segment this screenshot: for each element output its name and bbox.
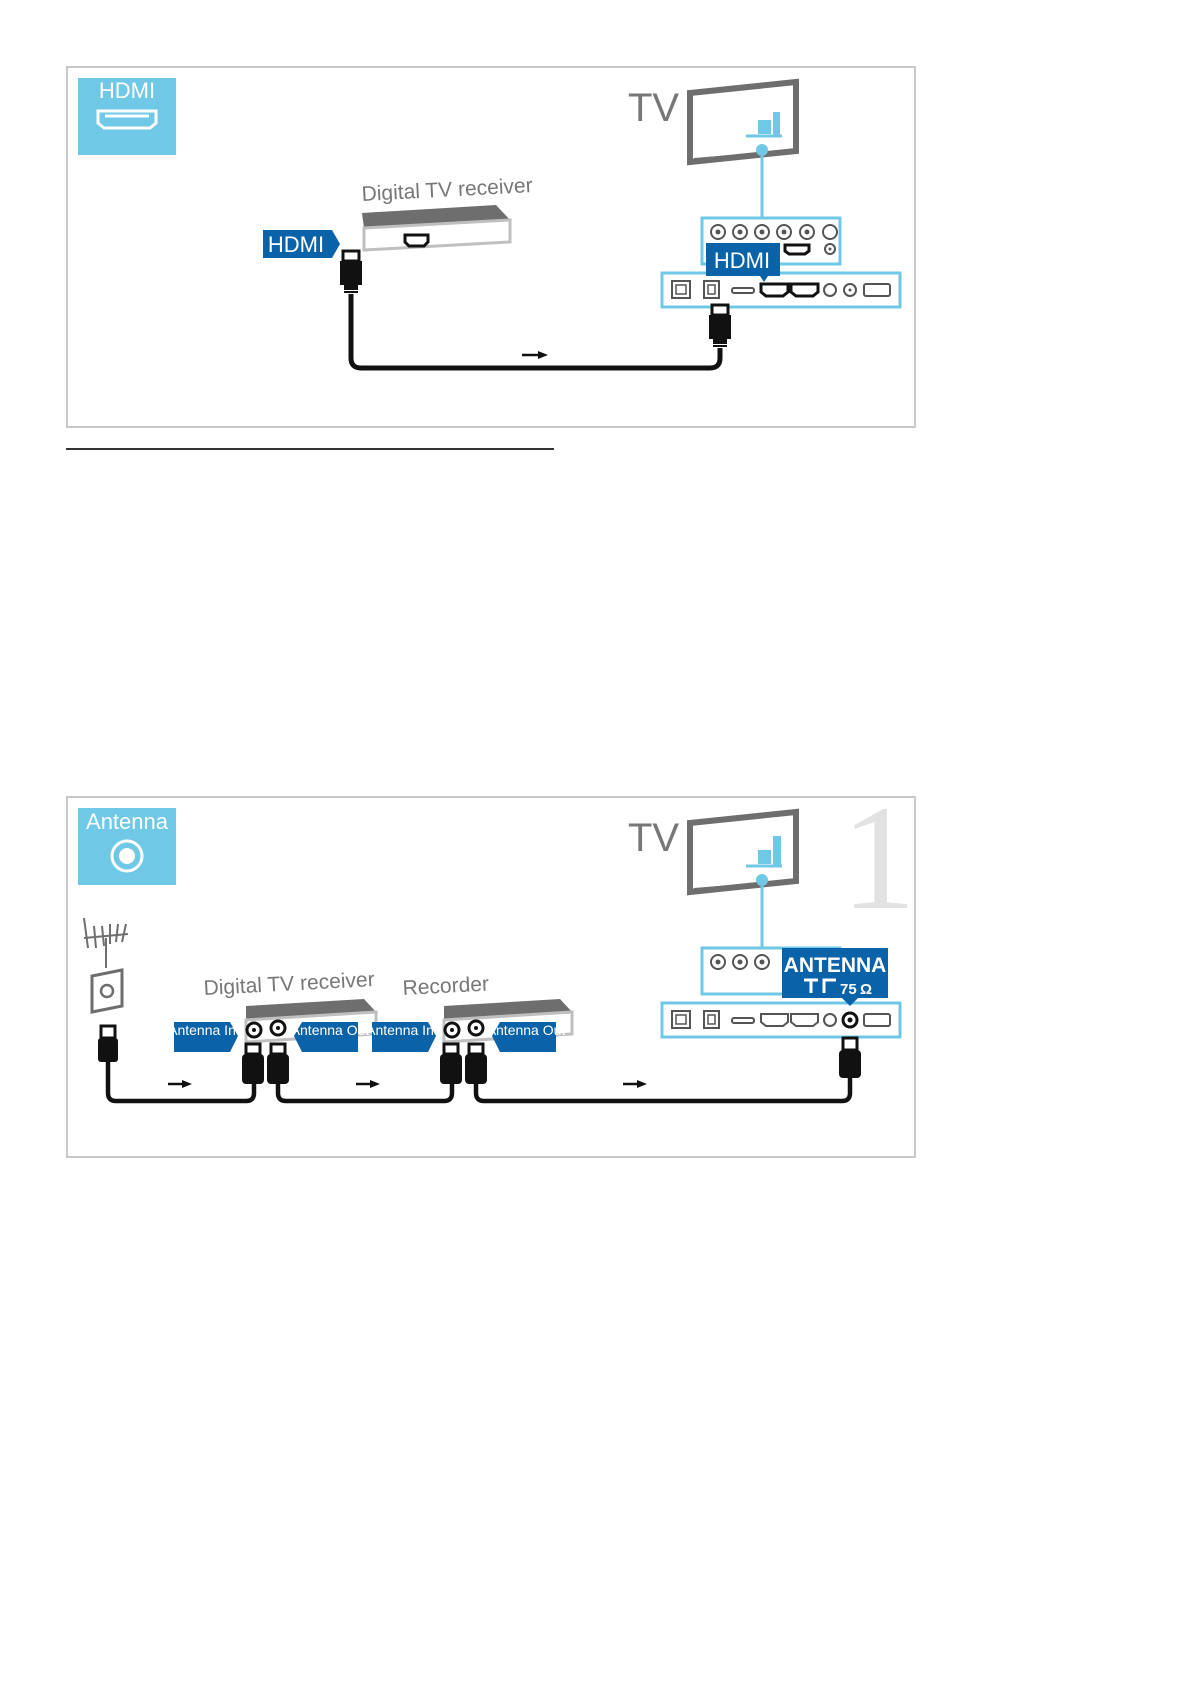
tv-monitor-icon [687, 78, 799, 166]
hdmi-connection-diagram: HDMI TV [66, 66, 916, 428]
tv-side-connector-strip [660, 1001, 902, 1039]
receiver-antenna-in-label: Antenna In [168, 1022, 238, 1052]
tv-hdmi-plug-icon [709, 303, 731, 347]
tv-monitor-icon [687, 808, 799, 896]
recorder-antenna-out-label: Antenna Out [487, 1022, 566, 1052]
svg-text:HDMI: HDMI [714, 248, 770, 273]
receiver-hdmi-port-label: HDMI [263, 230, 340, 258]
recorder-in-plug-icon [440, 1042, 462, 1084]
tv-side-connector-strip [660, 271, 902, 309]
arrow-right-icon [168, 1080, 192, 1088]
svg-text:Antenna Out: Antenna Out [487, 1022, 566, 1038]
tv-antenna-port-label: ANTENNA 75 Ω [782, 948, 888, 1006]
receiver-to-recorder-cable [275, 1084, 455, 1104]
antenna-diagram-canvas: 1 Antenna TV [78, 798, 914, 1104]
svg-text:Antenna In: Antenna In [366, 1022, 434, 1038]
hdmi-cable [348, 294, 723, 371]
hdmi-badge-label: HDMI [99, 78, 155, 103]
coax-symbol-icon [804, 978, 836, 993]
receiver-hdmi-plug-icon [340, 249, 362, 293]
recorder-out-plug-icon [465, 1042, 487, 1084]
hdmi-diagram-canvas: HDMI TV [78, 78, 902, 371]
hdmi-port-icon [96, 109, 158, 130]
arrow-right-icon [356, 1080, 380, 1088]
tv-antenna-plug-icon [839, 1036, 861, 1078]
svg-text:HDMI: HDMI [268, 232, 324, 257]
recorder-label: Recorder [402, 973, 489, 1000]
antenna-badge: Antenna [78, 808, 176, 885]
tv-label: TV [628, 86, 679, 130]
rooftop-antenna-icon [83, 917, 129, 968]
step-number: 1 [841, 798, 914, 941]
receiver-label: Digital TV receiver [361, 174, 533, 206]
tv-hdmi-port-label: HDMI [706, 243, 780, 282]
antenna-connection-diagram: 1 Antenna TV [66, 796, 916, 1158]
antenna-wall-socket-icon [90, 968, 124, 1014]
antenna-to-receiver-cable [105, 1062, 257, 1104]
svg-text:ANTENNA: ANTENNA [784, 954, 887, 977]
arrow-right-icon [522, 351, 548, 359]
tv-label: TV [628, 816, 679, 860]
receiver-out-plug-icon [267, 1042, 289, 1084]
svg-text:75: 75 [840, 981, 857, 998]
antenna-badge-label: Antenna [86, 809, 169, 834]
svg-text:Ω: Ω [860, 981, 872, 998]
antenna-port-icon [110, 839, 144, 873]
receiver-label: Digital TV receiver [203, 968, 375, 1000]
svg-text:Antenna Out: Antenna Out [291, 1022, 370, 1038]
arrow-right-icon [623, 1080, 647, 1088]
receiver-in-plug-icon [242, 1042, 264, 1084]
digital-tv-receiver-icon [362, 205, 512, 252]
recorder-antenna-in-label: Antenna In [366, 1022, 436, 1052]
section-divider [66, 448, 554, 450]
wall-plug-icon [98, 1024, 118, 1062]
receiver-antenna-out-label: Antenna Out [291, 1022, 370, 1052]
hdmi-badge: HDMI [78, 78, 176, 155]
recorder-to-tv-cable [473, 1078, 853, 1104]
svg-text:Antenna In: Antenna In [168, 1022, 236, 1038]
